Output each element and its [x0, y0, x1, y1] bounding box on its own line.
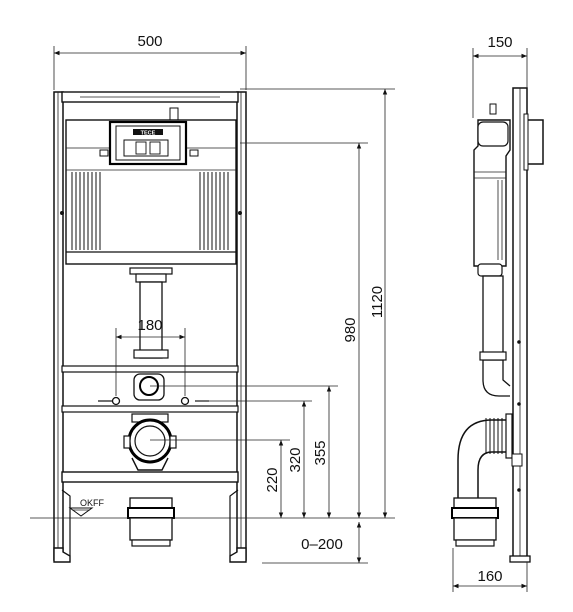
side-waste-bend: [451, 413, 523, 547]
dim-height-total: 1120: [369, 286, 386, 318]
waste-outlet: [123, 413, 177, 471]
floor-level-label: OKFF: [80, 498, 105, 508]
dimension-1120: 1120: [369, 89, 388, 518]
dimension-150: 150: [472, 34, 528, 118]
dim-floor-adjust: 0–200: [301, 536, 343, 553]
dim-flush-spacing: 180: [137, 317, 162, 334]
cistern-ribs: [71, 172, 229, 250]
right-foot: [229, 547, 247, 563]
dim-height-355: 355: [312, 440, 329, 465]
dim-side-depth: 150: [487, 34, 512, 51]
front-view: TECE: [53, 91, 247, 563]
dimension-355: 355: [312, 386, 332, 518]
left-foot: [53, 547, 71, 563]
side-foot: [509, 555, 531, 563]
left-post: [53, 91, 64, 561]
dimension-220: 220: [264, 440, 284, 518]
dimension-180: 180: [115, 317, 186, 396]
dim-base-depth: 160: [477, 568, 502, 585]
dimension-0-200: 0–200: [301, 522, 362, 563]
middle-rail: [61, 365, 239, 373]
flush-connector: [133, 373, 165, 401]
dim-front-width: 500: [137, 33, 162, 50]
side-view: [451, 87, 544, 563]
brand-label: TECE: [141, 131, 156, 137]
side-cistern: [473, 119, 511, 267]
extension-lines: [30, 88, 395, 564]
dimension-160: 160: [452, 548, 528, 592]
bottom-rail: [61, 471, 239, 483]
flush-plate-frame: [108, 120, 188, 166]
inlet-valve: [169, 107, 179, 121]
dimension-320: 320: [287, 401, 307, 518]
dim-height-220: 220: [264, 467, 281, 492]
right-post: [236, 91, 247, 561]
side-actuator: [526, 119, 544, 165]
waste-pipe-sleeve: [127, 497, 175, 547]
dimension-980: 980: [342, 143, 362, 518]
dim-height-cistern: 980: [342, 317, 359, 342]
dim-height-320: 320: [287, 447, 304, 472]
flush-pipe: [129, 267, 173, 359]
dimension-500: 500: [53, 33, 247, 90]
side-flush-pipe: [482, 275, 504, 361]
floor-level-marker: OKFF: [68, 498, 105, 517]
